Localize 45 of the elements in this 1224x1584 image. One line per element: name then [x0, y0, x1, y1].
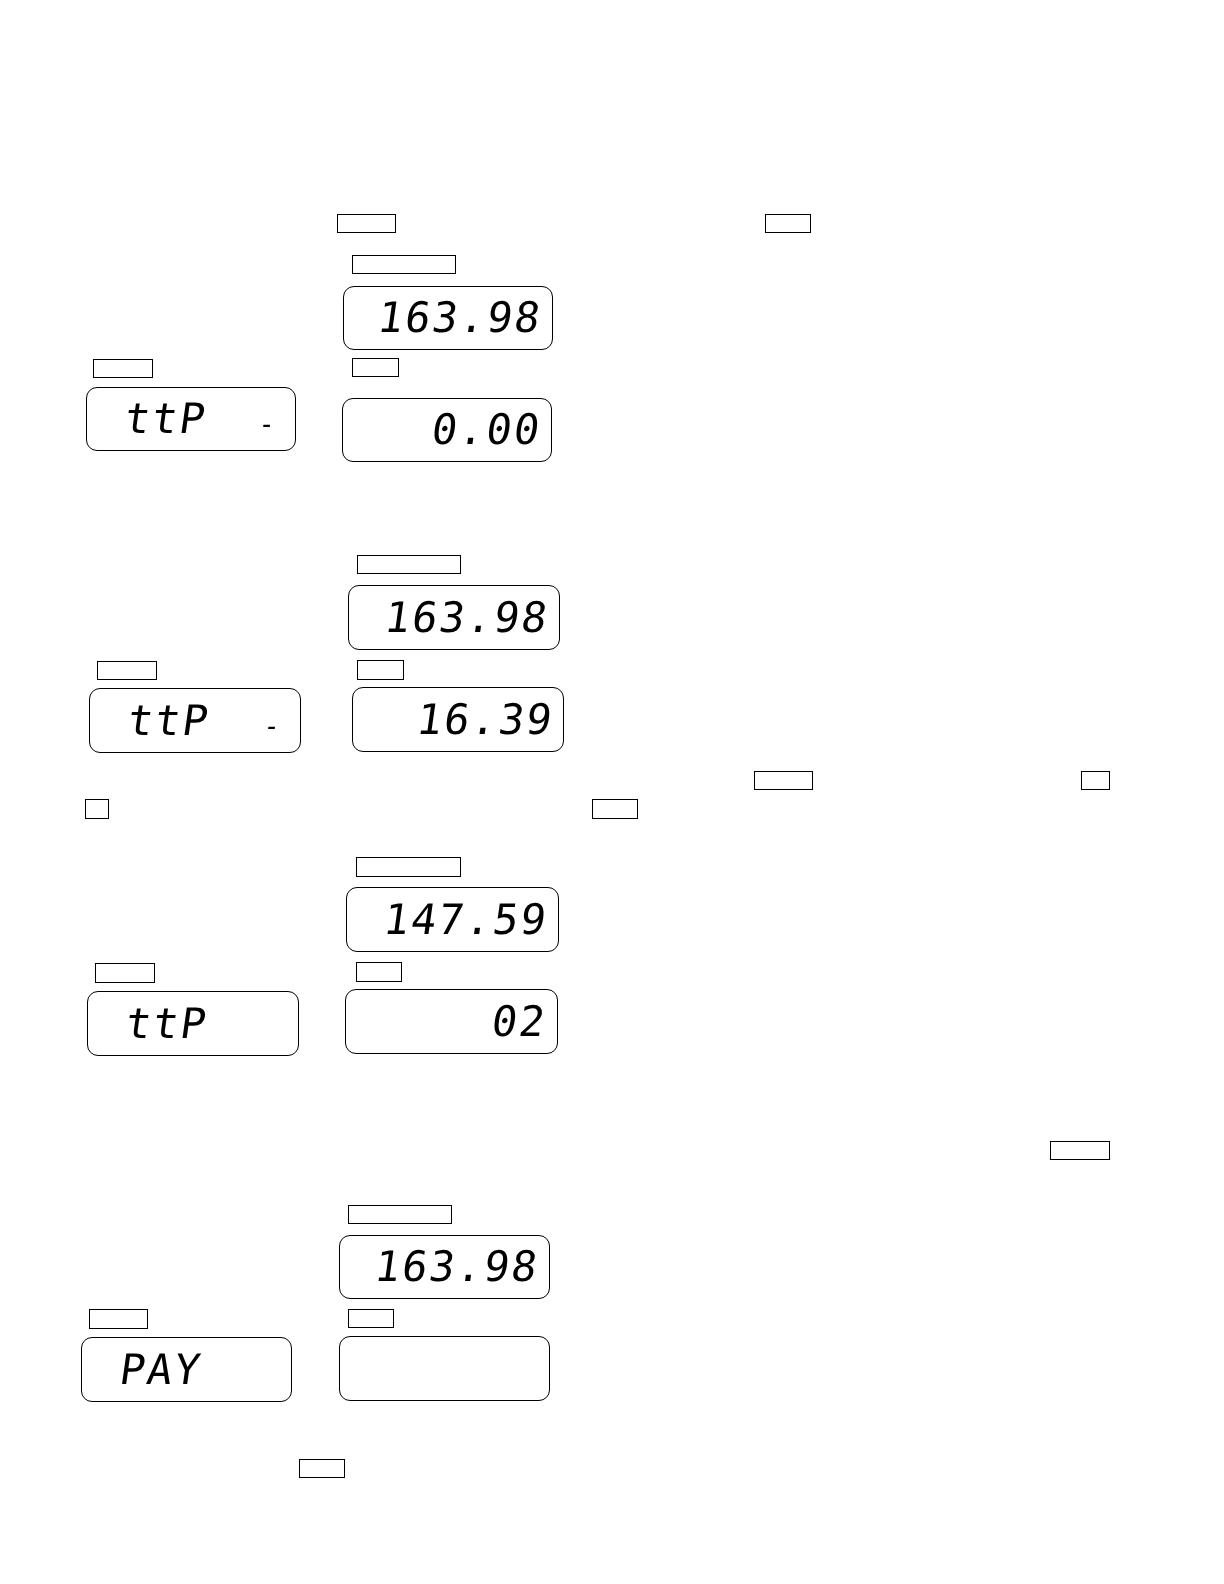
display-readout: PAY: [117, 1348, 205, 1391]
display-readout: ttP: [123, 1002, 211, 1045]
key-label-box: [352, 358, 399, 377]
lcd-display: [346, 887, 559, 952]
key-label-box: [93, 359, 153, 378]
key-label-box: [356, 857, 461, 877]
display-readout: 163.98: [375, 297, 545, 339]
key-label-box: [348, 1309, 394, 1328]
lcd-display: [339, 1235, 550, 1299]
key-label-box: [337, 214, 396, 233]
lcd-display: [81, 1337, 292, 1402]
key-label-box: [357, 555, 461, 574]
key-label-box: [95, 963, 155, 983]
display-readout: ttP: [125, 699, 213, 742]
key-label-box: [1050, 1141, 1110, 1160]
display-readout: 163.98: [382, 596, 552, 639]
key-label-box: [352, 255, 456, 274]
lcd-display: [352, 687, 564, 752]
lcd-display: [89, 688, 301, 753]
lcd-display: [342, 398, 552, 462]
display-readout: 02: [489, 1000, 550, 1043]
key-label-box: [348, 1205, 452, 1224]
key-label-box: [765, 214, 811, 233]
lcd-display: [86, 387, 296, 451]
display-readout: ttP: [122, 398, 210, 440]
key-label-box: [89, 1309, 148, 1329]
key-label-box: [97, 661, 157, 680]
lcd-display: [87, 991, 299, 1056]
display-readout: -: [257, 410, 279, 437]
lcd-display: [343, 286, 553, 350]
display-readout: 0.00: [428, 409, 544, 451]
display-readout: -: [262, 712, 284, 739]
display-readout: 16.39: [413, 698, 556, 741]
lcd-display: [345, 989, 558, 1054]
key-label-box: [754, 771, 813, 790]
display-readout: 163.98: [372, 1246, 542, 1288]
key-label-box: [356, 962, 402, 982]
lcd-display: [348, 585, 560, 650]
key-label-box: [299, 1459, 345, 1478]
lcd-display: [339, 1336, 550, 1401]
display-readout: 147.59: [381, 898, 551, 941]
key-label-box: [357, 660, 404, 680]
key-label-box: [85, 799, 109, 819]
key-label-box: [592, 799, 638, 819]
key-label-box: [1081, 771, 1110, 790]
